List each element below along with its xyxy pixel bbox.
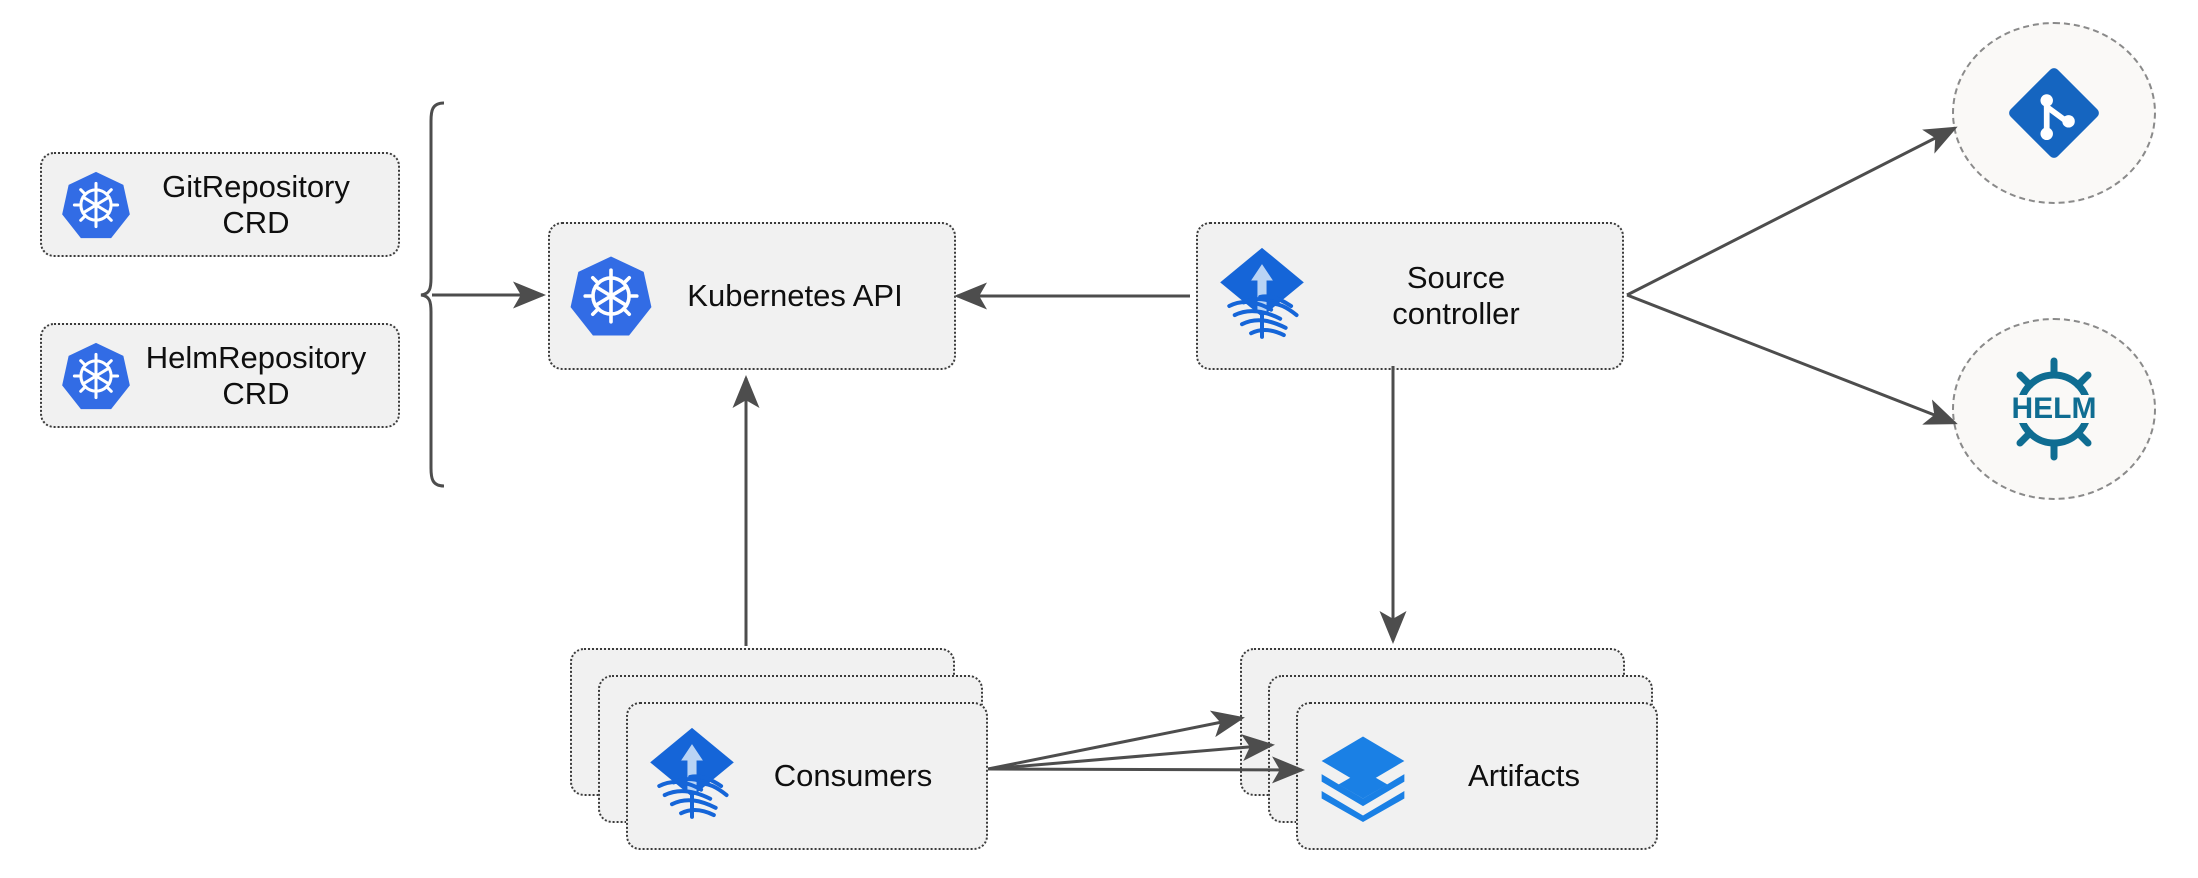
node-consumers[interactable]: Consumers bbox=[626, 702, 988, 850]
connector-consumers-to-artifacts-1 bbox=[987, 710, 1245, 771]
crd-bracket bbox=[420, 101, 445, 488]
node-git-provider[interactable] bbox=[1952, 22, 2156, 204]
node-label: Source controller bbox=[1392, 260, 1520, 331]
node-label: Consumers bbox=[773, 758, 933, 794]
kubernetes-icon bbox=[60, 340, 132, 412]
flux-icon bbox=[1216, 246, 1308, 346]
kubernetes-icon bbox=[568, 253, 654, 339]
kubernetes-icon bbox=[60, 169, 132, 241]
git-icon bbox=[2002, 61, 2106, 165]
node-kubernetes-api[interactable]: Kubernetes API bbox=[548, 222, 956, 370]
node-label: Kubernetes API bbox=[687, 278, 903, 314]
node-source-controller[interactable]: Source controller bbox=[1196, 222, 1624, 370]
flux-icon bbox=[646, 726, 738, 826]
node-helm-provider[interactable]: HELM bbox=[1952, 318, 2156, 500]
node-git-repository-crd[interactable]: GitRepository CRD bbox=[40, 152, 400, 257]
connector-source-controller-to-helm bbox=[1626, 293, 1958, 425]
helm-wordmark: HELM bbox=[2012, 392, 2097, 425]
node-helm-repository-crd[interactable]: HelmRepository CRD bbox=[40, 323, 400, 428]
helm-icon: HELM bbox=[1994, 349, 2114, 469]
node-label: HelmRepository CRD bbox=[145, 339, 367, 411]
node-label: GitRepository CRD bbox=[162, 168, 350, 240]
node-label: Artifacts bbox=[1468, 758, 1580, 794]
connector-consumers-to-artifacts-2 bbox=[987, 734, 1275, 771]
connector-source-controller-to-git bbox=[1626, 126, 1958, 297]
layers-icon bbox=[1316, 729, 1410, 823]
node-artifacts[interactable]: Artifacts bbox=[1296, 702, 1658, 850]
